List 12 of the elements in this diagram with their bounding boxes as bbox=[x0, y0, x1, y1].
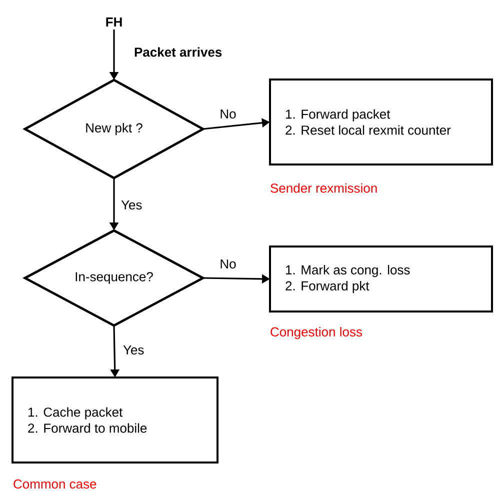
process-box: 1. Mark as cong. loss 2. Forward pkt bbox=[269, 246, 493, 312]
process-box: 1. Forward packet 2. Reset local rexmit counter bbox=[269, 78, 493, 166]
case-caption: Congestion loss bbox=[270, 326, 362, 340]
edge-label: No bbox=[218, 258, 238, 270]
start-label: FH bbox=[106, 18, 122, 26]
edge-label: Yes bbox=[120, 199, 144, 211]
edge-label: Yes bbox=[122, 344, 146, 356]
edge-label: Packet arrives bbox=[133, 46, 224, 58]
case-caption: Sender rexmission bbox=[270, 183, 377, 193]
process-box: 1. Cache packet 2. Forward to mobile bbox=[12, 376, 218, 464]
edge-label: No bbox=[218, 108, 238, 120]
case-caption: Common case bbox=[14, 479, 96, 489]
